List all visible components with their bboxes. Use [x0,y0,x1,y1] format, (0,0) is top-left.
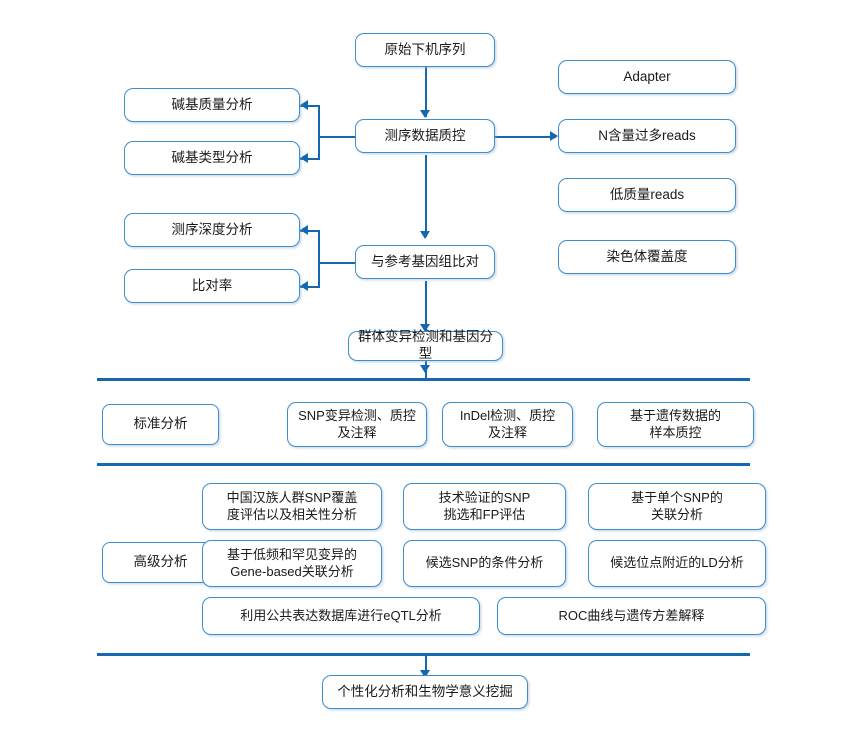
connector-qc-to-n-reads [494,136,556,138]
connector-qc-left-stem [318,136,360,138]
node-personalized-analysis-label: 个性化分析和生物学意义挖掘 [337,683,513,699]
node-advanced-han-snp-coverage[interactable]: 中国汉族人群SNP覆盖 度评估以及相关性分析 [202,483,382,530]
node-sequencing-qc[interactable]: 测序数据质控 [355,119,495,153]
node-raw-sequence[interactable]: 原始下机序列 [355,33,495,67]
node-base-type-analysis[interactable]: 碱基类型分析 [124,141,300,175]
node-n-content-reads-label: N含量过多reads [598,127,696,143]
node-advanced-validated-snp-selection-label: 技术验证的SNP 挑选和FP评估 [438,490,531,522]
node-advanced-eqtl-analysis-label: 利用公共表达数据库进行eQTL分析 [240,607,442,623]
node-mapping-rate[interactable]: 比对率 [124,269,300,303]
arrowhead-qc-to-align [420,231,430,239]
node-advanced-ld-analysis-label: 候选位点附近的LD分析 [610,555,744,571]
node-advanced-roc-variance-label: ROC曲线与遗传方差解释 [558,607,705,623]
connector-align-left-bracket [318,230,320,287]
node-base-quality-analysis[interactable]: 碱基质量分析 [124,88,300,122]
node-adapter-label: Adapter [623,68,671,84]
node-sequencing-depth-analysis-label: 测序深度分析 [171,221,253,237]
connector-align-left-stem [318,262,360,264]
node-variant-calling-genotyping[interactable]: 群体变异检测和基因分型 [348,329,503,361]
arrowhead-map-rate [300,281,308,291]
node-advanced-conditional-analysis-label: 候选SNP的条件分析 [425,555,544,571]
connector-raw-to-qc [425,63,427,117]
node-low-quality-reads[interactable]: 低质量reads [558,178,736,212]
node-n-content-reads[interactable]: N含量过多reads [558,119,736,153]
arrowhead-base-type [300,153,308,163]
node-adapter[interactable]: Adapter [558,60,736,94]
node-standard-sample-qc-label: 基于遗传数据的 样本质控 [629,408,721,440]
section-label-advanced-analysis[interactable]: 高级分析 [102,542,219,583]
arrowhead-personalized [420,670,430,678]
arrowhead-variant-to-divider [420,365,430,373]
node-align-to-reference-label: 与参考基因组比对 [371,253,479,269]
node-variant-calling-genotyping-label: 群体变异检测和基因分型 [358,329,493,361]
node-standard-indel-calling[interactable]: InDel检测、质控 及注释 [442,402,573,447]
section-label-standard-analysis[interactable]: 标准分析 [102,404,219,445]
node-advanced-gene-based-association[interactable]: 基于低频和罕见变异的 Gene-based关联分析 [202,540,382,587]
section-label-advanced-analysis-text: 高级分析 [133,554,188,570]
node-base-quality-analysis-label: 碱基质量分析 [171,96,253,112]
divider-advanced-top [97,463,750,466]
node-advanced-gene-based-association-label: 基于低频和罕见变异的 Gene-based关联分析 [226,547,357,579]
node-standard-indel-calling-label: InDel检测、质控 及注释 [459,408,556,440]
section-label-standard-analysis-text: 标准分析 [133,416,188,432]
node-chromosome-coverage[interactable]: 染色体覆盖度 [558,240,736,274]
node-mapping-rate-label: 比对率 [191,277,233,293]
connector-qc-to-base-type [300,158,320,160]
node-advanced-validated-snp-selection[interactable]: 技术验证的SNP 挑选和FP评估 [403,483,566,530]
connector-align-to-map-rate [300,286,320,288]
node-chromosome-coverage-label: 染色体覆盖度 [606,248,688,264]
arrowhead-align-to-variant [420,324,430,332]
connector-qc-left-bracket [318,105,320,159]
connector-divider-to-personalized [425,654,427,678]
node-advanced-roc-variance[interactable]: ROC曲线与遗传方差解释 [497,597,766,635]
node-advanced-ld-analysis[interactable]: 候选位点附近的LD分析 [588,540,766,587]
node-standard-snp-calling[interactable]: SNP变异检测、质控 及注释 [287,402,427,447]
node-advanced-han-snp-coverage-label: 中国汉族人群SNP覆盖 度评估以及相关性分析 [226,490,358,522]
arrowhead-base-quality [300,100,308,110]
node-sequencing-qc-label: 测序数据质控 [384,127,466,143]
node-low-quality-reads-label: 低质量reads [609,186,685,202]
arrowhead-depth [300,225,308,235]
divider-advanced-bottom [97,653,750,656]
node-sequencing-depth-analysis[interactable]: 测序深度分析 [124,213,300,247]
node-raw-sequence-label: 原始下机序列 [384,41,466,57]
arrowhead-raw-to-qc [420,110,430,118]
node-advanced-single-snp-association-label: 基于单个SNP的 关联分析 [631,490,723,522]
connector-qc-to-align [425,155,427,237]
arrowhead-n-reads [550,131,558,141]
node-advanced-conditional-analysis[interactable]: 候选SNP的条件分析 [403,540,566,587]
connector-align-to-variant [425,281,427,331]
node-personalized-analysis[interactable]: 个性化分析和生物学意义挖掘 [322,675,528,709]
connector-qc-to-base-quality [300,105,320,107]
node-base-type-analysis-label: 碱基类型分析 [171,149,253,165]
node-standard-snp-calling-label: SNP变异检测、质控 及注释 [298,408,416,440]
divider-standard-top [97,378,750,381]
connector-align-to-depth [300,230,320,232]
node-advanced-single-snp-association[interactable]: 基于单个SNP的 关联分析 [588,483,766,530]
node-advanced-eqtl-analysis[interactable]: 利用公共表达数据库进行eQTL分析 [202,597,480,635]
node-align-to-reference[interactable]: 与参考基因组比对 [355,245,495,279]
node-standard-sample-qc[interactable]: 基于遗传数据的 样本质控 [597,402,754,447]
